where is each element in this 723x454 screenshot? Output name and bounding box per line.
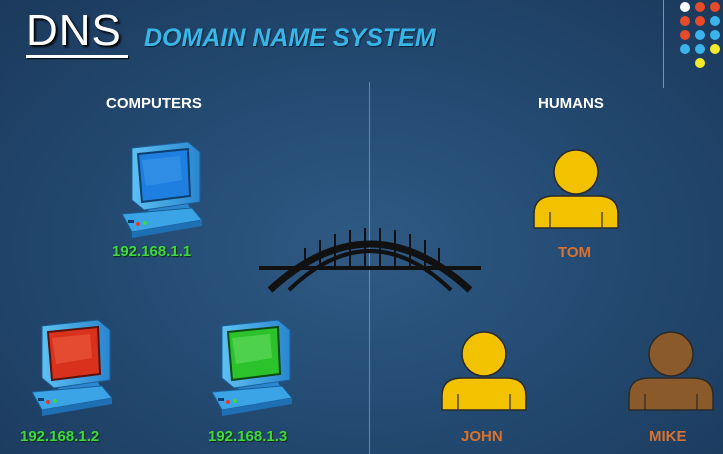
dot-blue <box>710 16 720 26</box>
decorative-dot-grid <box>676 0 723 72</box>
page-subtitle: DOMAIN NAME SYSTEM <box>144 24 436 52</box>
dot-red <box>680 16 690 26</box>
human-name-mike: MIKE <box>649 428 687 445</box>
computer-icon <box>211 319 293 416</box>
computer-ip-3: 192.168.1.3 <box>208 428 288 445</box>
computer-icon <box>121 141 203 238</box>
dot-blue <box>695 44 705 54</box>
bridge-icon <box>259 228 481 293</box>
dot-blue <box>710 30 720 40</box>
dot-blue <box>695 30 705 40</box>
person-icon-mike <box>628 331 714 411</box>
title-underline <box>26 55 128 58</box>
dot-yellow <box>695 58 705 68</box>
computer-icon <box>31 319 113 416</box>
corner-divider <box>663 0 664 88</box>
person-icon-john <box>441 331 527 411</box>
dot-red <box>680 30 690 40</box>
human-name-tom: TOM <box>558 244 592 261</box>
page-title: DNS <box>26 6 122 55</box>
human-name-john: JOHN <box>461 428 503 445</box>
computer-ip-2: 192.168.1.2 <box>20 428 100 445</box>
computer-ip-1: 192.168.1.1 <box>112 243 192 260</box>
dot-red <box>695 16 705 26</box>
dot-white <box>680 2 690 12</box>
dot-red <box>710 2 720 12</box>
person-icon-tom <box>533 149 619 229</box>
humans-label: HUMANS <box>538 95 604 112</box>
computers-label: COMPUTERS <box>106 95 202 112</box>
dot-blue <box>680 44 690 54</box>
dot-red <box>695 2 705 12</box>
dot-yellow <box>710 44 720 54</box>
